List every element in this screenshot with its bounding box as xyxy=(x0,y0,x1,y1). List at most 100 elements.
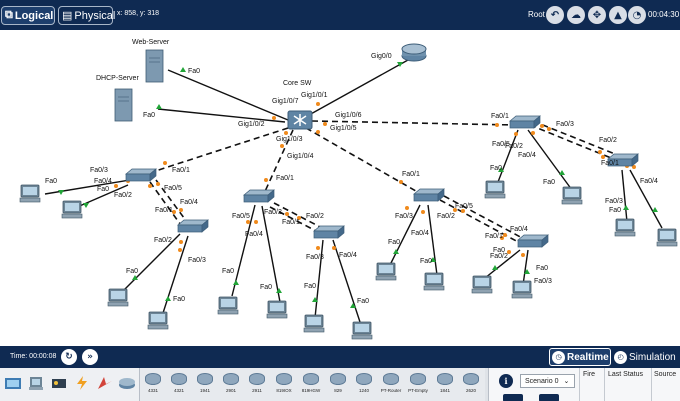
device-list-panel: 4331 4321 1941 2901 2911 819IOX 819HGW 8… xyxy=(140,368,485,401)
dhcp-server[interactable] xyxy=(114,88,133,122)
router-icon xyxy=(356,373,372,385)
svg-text:Fa0/4: Fa0/4 xyxy=(180,199,198,206)
router[interactable] xyxy=(401,43,427,62)
cloud-icon[interactable]: ☁ xyxy=(567,6,585,24)
link-s4-s4b-a xyxy=(529,124,617,161)
link-up-marker xyxy=(559,170,565,175)
components-icon[interactable] xyxy=(50,375,68,391)
background-image-icon[interactable]: ▲ xyxy=(609,6,627,24)
clock-display: 00:04:30 xyxy=(648,10,680,19)
svg-text:Fa0/4: Fa0/4 xyxy=(411,230,429,237)
svg-text:Fa0/4: Fa0/4 xyxy=(94,178,112,185)
router-icon xyxy=(145,373,161,385)
svg-text:Fa0/1: Fa0/1 xyxy=(402,171,420,178)
svg-text:Fa0: Fa0 xyxy=(126,268,138,275)
navigation-icon[interactable]: ✥ xyxy=(588,6,606,24)
svg-text:Fa0: Fa0 xyxy=(609,207,621,214)
svg-text:Fa0/2: Fa0/2 xyxy=(114,192,132,199)
pc-3 xyxy=(107,288,129,307)
info-icon[interactable]: i xyxy=(499,374,513,388)
viewport-icon[interactable]: ◔ xyxy=(628,6,646,24)
device-tile-1240[interactable]: 1240 xyxy=(354,371,374,399)
power-cycle-icon[interactable]: ↻ xyxy=(61,349,77,365)
pc-13 xyxy=(484,180,506,199)
tab-physical[interactable]: ▤ Physical xyxy=(58,6,115,25)
svg-text:Fa0/1: Fa0/1 xyxy=(172,167,190,174)
link-up-marker xyxy=(430,257,436,262)
chevron-down-icon: ⌄ xyxy=(563,378,570,385)
router-icon xyxy=(223,373,239,385)
web-server[interactable] xyxy=(145,49,164,83)
device-tile-1841[interactable]: 1841 xyxy=(435,371,455,399)
port-labels: Fa0 Fa0 Gig1/0/7 Gig1/0/1 Gig0/0 Gig1/0/… xyxy=(45,53,658,305)
realtime-mode-button[interactable]: ◷ Realtime xyxy=(549,348,611,366)
link-s4-s4b-b xyxy=(532,120,621,157)
device-tile-2901[interactable]: 2901 xyxy=(221,371,241,399)
access-switch-3 xyxy=(413,188,445,202)
device-tile-819iox[interactable]: 819IOX xyxy=(274,371,294,399)
core-switch-label: Core SW xyxy=(283,80,312,87)
device-tile-pt-empty[interactable]: PT-Empty xyxy=(408,371,428,399)
link-up-marker xyxy=(397,62,403,67)
pc-11 xyxy=(471,275,493,294)
device-tile-1941[interactable]: 1941 xyxy=(195,371,215,399)
link-s2-s2b-a xyxy=(269,206,319,233)
link-up-marker xyxy=(492,265,498,270)
svg-text:Fa0: Fa0 xyxy=(536,265,548,272)
device-tile-829[interactable]: 829 xyxy=(328,371,348,399)
pc-14 xyxy=(561,186,583,205)
simulation-mode-button[interactable]: ◴ Simulation xyxy=(614,348,678,366)
svg-text:Fa0/5: Fa0/5 xyxy=(455,203,473,210)
tab-logical[interactable]: ⧉ Logical xyxy=(1,6,55,25)
device-tile-2911[interactable]: 2911 xyxy=(247,371,267,399)
dhcp-server-label: DHCP-Server xyxy=(96,75,139,82)
svg-text:Gig1/0/4: Gig1/0/4 xyxy=(287,153,314,160)
svg-text:Fa0/2: Fa0/2 xyxy=(154,237,172,244)
svg-text:Gig1/0/6: Gig1/0/6 xyxy=(335,112,362,119)
back-arrow-icon[interactable]: ↶ xyxy=(546,6,564,24)
link-core-s1 xyxy=(139,127,289,177)
device-tile-4321[interactable]: 4321 xyxy=(169,371,189,399)
multiuser-icon[interactable] xyxy=(118,375,136,391)
device-tile-2620[interactable]: 2620 xyxy=(461,371,481,399)
svg-text:Fa0: Fa0 xyxy=(188,68,200,75)
connections-icon[interactable] xyxy=(73,375,91,391)
time-display: Time: 00:00:08 xyxy=(10,353,57,360)
link-up-marker xyxy=(652,207,658,212)
svg-text:Fa0: Fa0 xyxy=(420,258,432,265)
router-icon xyxy=(303,373,319,385)
link-s2b-pcA xyxy=(314,239,324,319)
stopwatch-icon: ◴ xyxy=(614,350,627,364)
delete-scenario-button[interactable] xyxy=(539,394,559,401)
svg-text:Fa0/1: Fa0/1 xyxy=(601,160,619,167)
svg-text:Gig1/0/2: Gig1/0/2 xyxy=(238,121,265,128)
svg-text:Fa0/4: Fa0/4 xyxy=(245,231,263,238)
pc-4 xyxy=(147,311,169,330)
realtime-label: Realtime xyxy=(567,351,609,363)
link-up-marker xyxy=(132,275,138,280)
topology-canvas[interactable]: Web-Server DHCP-Server Core SW Fa0 Fa0 G… xyxy=(0,30,680,342)
device-tile-819hgw[interactable]: 819HGW xyxy=(301,371,321,399)
access-switch-2b xyxy=(313,225,345,239)
router-icon xyxy=(249,373,265,385)
link-up-marker xyxy=(58,190,64,195)
solid-links xyxy=(44,59,663,323)
pc-15 xyxy=(614,218,636,237)
core-switch[interactable] xyxy=(287,110,313,130)
link-s3b-pcA xyxy=(484,249,521,279)
svg-text:Fa0/2: Fa0/2 xyxy=(599,137,617,144)
new-scenario-button[interactable] xyxy=(503,394,523,401)
scenario-select[interactable]: Scenario 0 ⌄ xyxy=(520,374,575,388)
link-core-router xyxy=(299,59,409,121)
fast-forward-icon[interactable]: » xyxy=(82,349,98,365)
network-devices-icon[interactable] xyxy=(4,375,22,391)
svg-text:Fa0/4: Fa0/4 xyxy=(510,226,528,233)
router-icon xyxy=(463,373,479,385)
tab-logical-label: Logical xyxy=(14,9,54,22)
link-s4-pcB xyxy=(527,129,573,191)
device-tile-pt-router[interactable]: PT-Router xyxy=(381,371,401,399)
device-tile-4331[interactable]: 4331 xyxy=(143,371,163,399)
misc-icon[interactable] xyxy=(96,375,114,391)
end-devices-icon[interactable] xyxy=(27,375,45,391)
svg-text:Fa0: Fa0 xyxy=(388,239,400,246)
